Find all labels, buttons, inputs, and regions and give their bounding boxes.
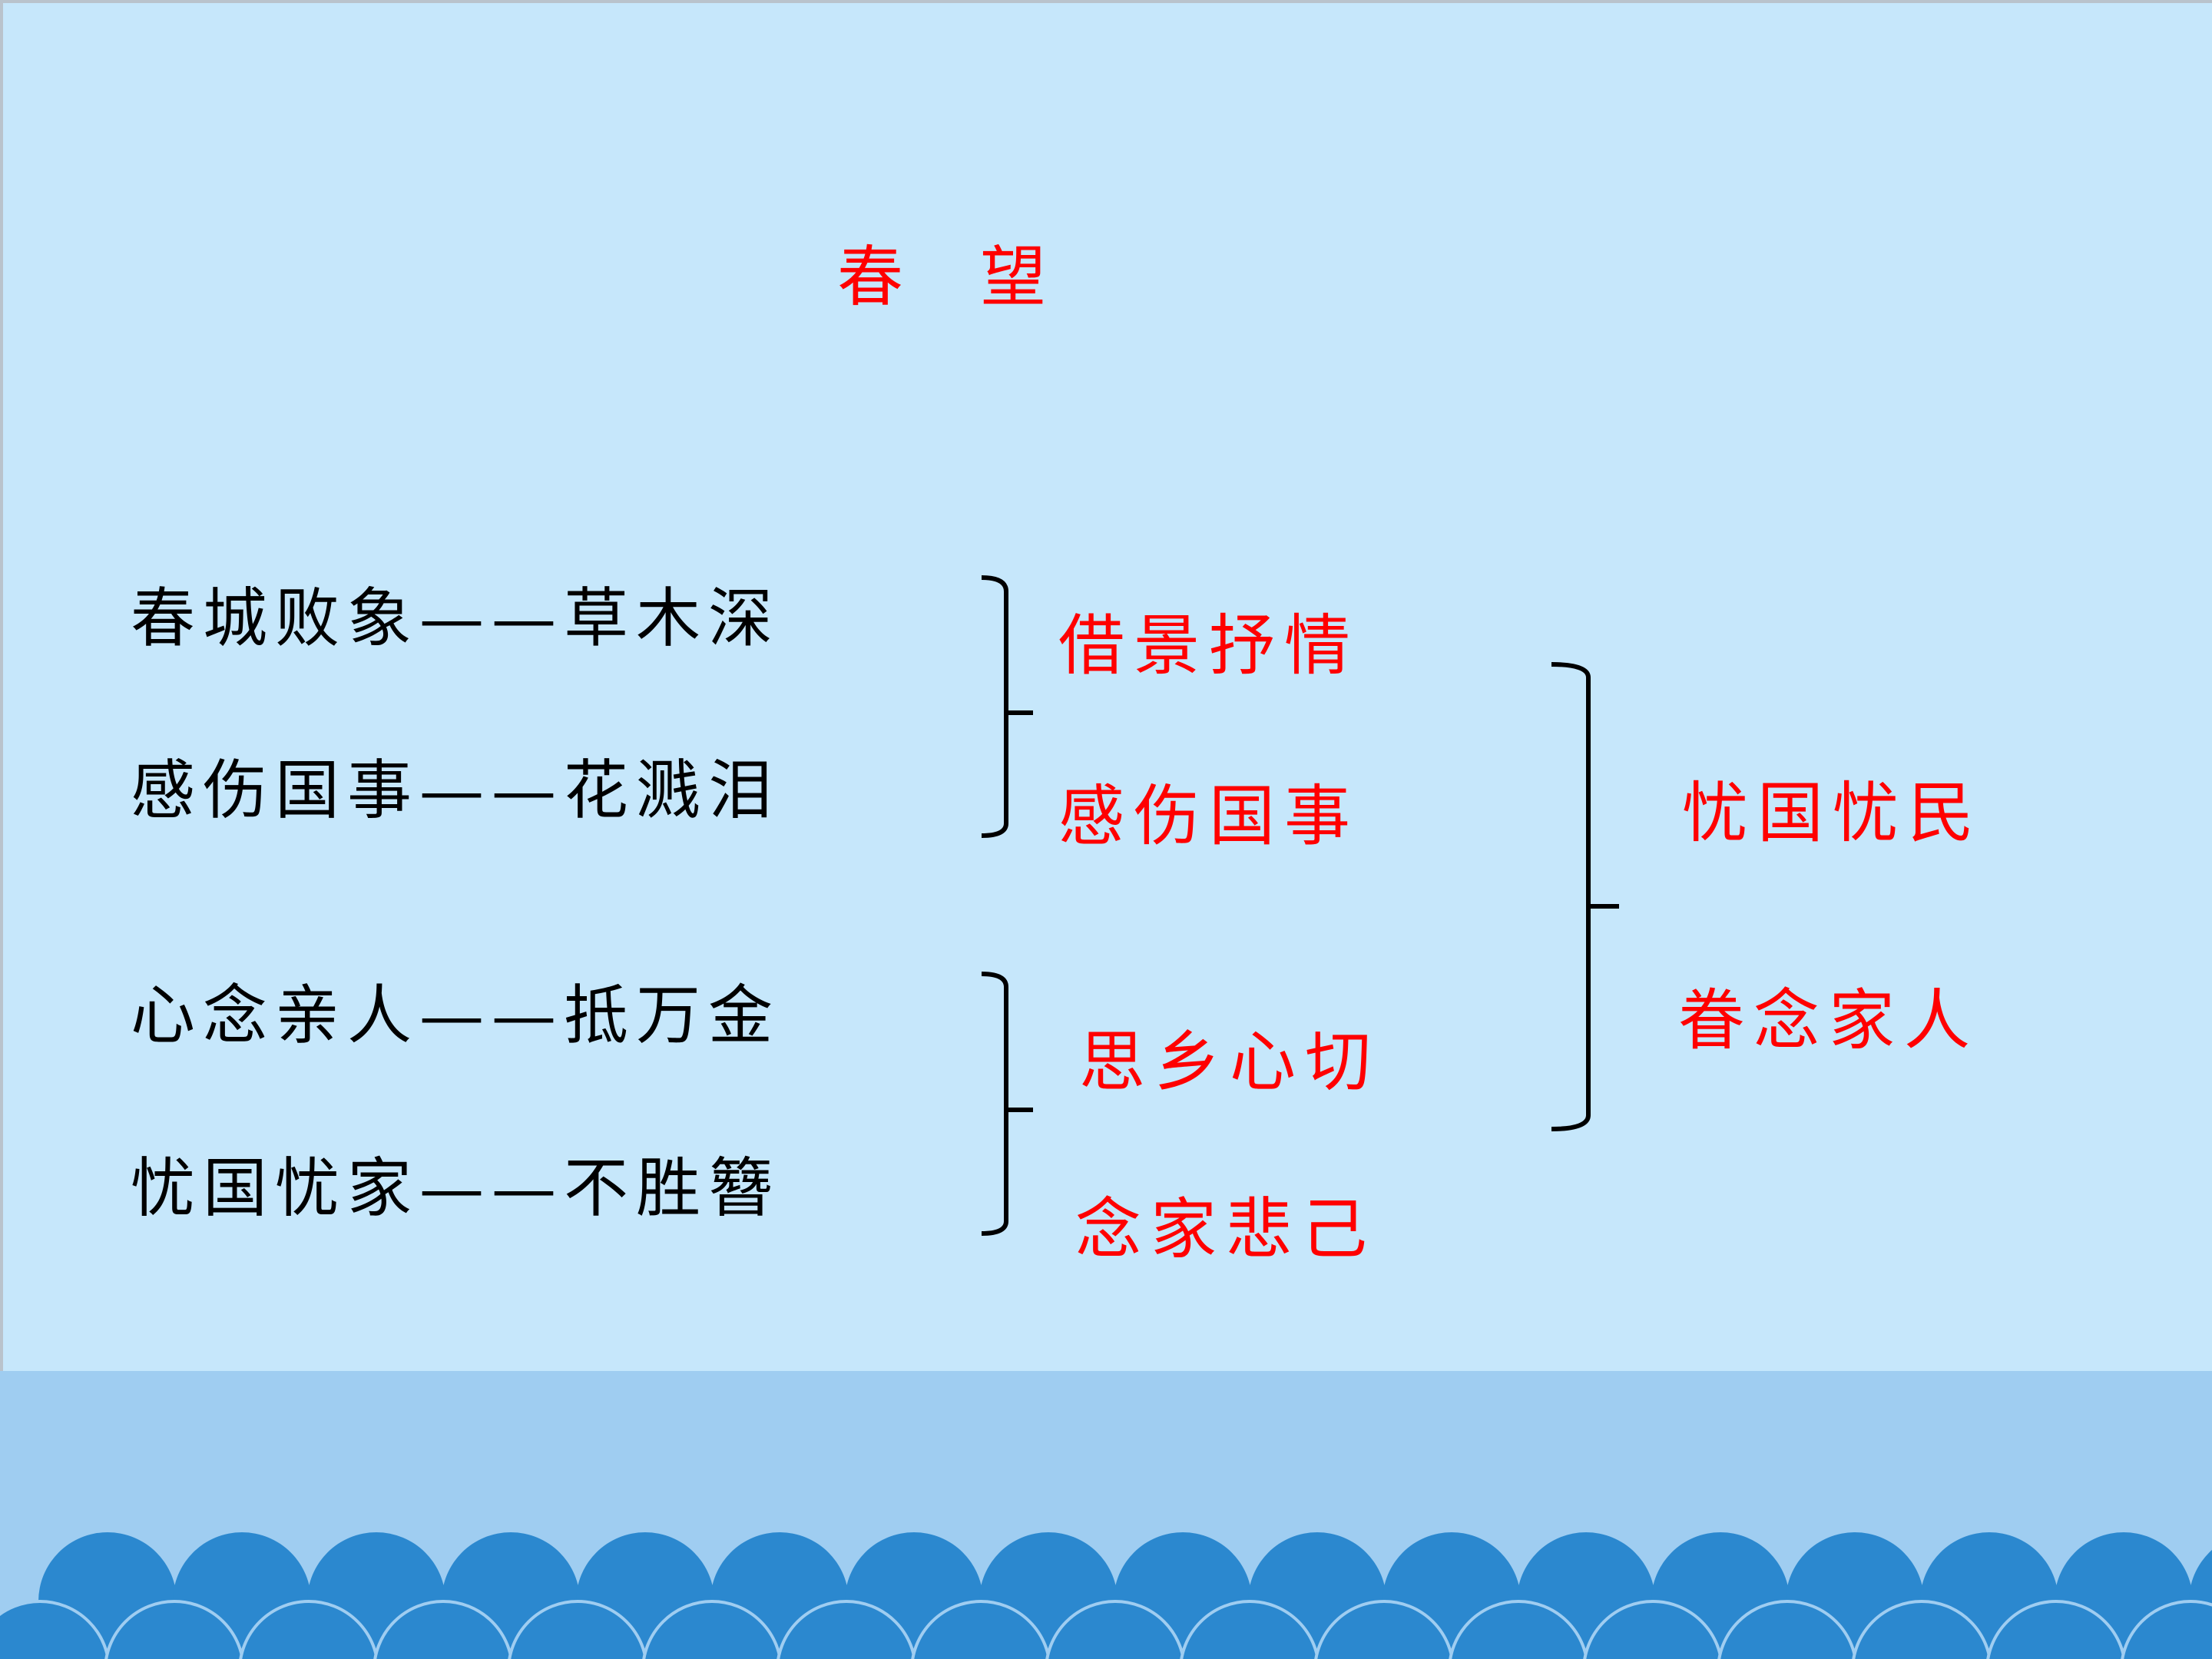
poem-line-3: 心念亲人——抵万金	[131, 978, 781, 1053]
wave-scallop	[1583, 1600, 1723, 1659]
group2-label-1: 思乡心切	[1079, 1024, 1380, 1101]
wave-scallop	[911, 1600, 1051, 1659]
wave-scallop	[1449, 1600, 1588, 1659]
wave-scallop	[508, 1600, 647, 1659]
wave-scallop	[642, 1600, 782, 1659]
wave-row-front	[0, 1600, 2212, 1659]
wave-scallop	[2121, 1600, 2212, 1659]
wave-scallop	[1852, 1600, 1992, 1659]
wave-scallop	[239, 1600, 379, 1659]
poem-line-1: 春城败象——草木深	[131, 581, 781, 656]
bracket-group-2	[981, 972, 1033, 1236]
slide-title: 春望	[837, 223, 1046, 319]
title-char-right: 望	[980, 239, 1046, 316]
bracket-summary	[1551, 662, 1619, 1131]
group1-label-1: 借景抒情	[1058, 608, 1359, 684]
wave-scallop	[1717, 1600, 1857, 1659]
bracket-group-1	[981, 575, 1033, 838]
group2-label-2: 念家悲己	[1075, 1191, 1376, 1268]
group1-label-2: 感伤国事	[1058, 778, 1359, 855]
wave-scallop	[1045, 1600, 1185, 1659]
wave-decoration	[0, 1371, 2212, 1659]
wave-scallop	[777, 1600, 916, 1659]
wave-scallop	[104, 1600, 244, 1659]
slide-border-top	[0, 0, 2212, 3]
summary-label-1: 忧国忧民	[1682, 775, 1983, 852]
wave-scallop	[373, 1600, 513, 1659]
poem-line-4: 忧国忧家——不胜簪	[131, 1151, 781, 1226]
slide-border-left	[0, 0, 3, 1375]
poem-line-2: 感伤国事——花溅泪	[131, 753, 781, 828]
title-char-left: 春	[837, 239, 903, 316]
summary-label-2: 眷念家人	[1678, 982, 1979, 1059]
wave-scallop	[0, 1600, 110, 1659]
wave-scallop	[1986, 1600, 2126, 1659]
wave-scallop	[1314, 1600, 1454, 1659]
wave-scallop	[1180, 1600, 1320, 1659]
